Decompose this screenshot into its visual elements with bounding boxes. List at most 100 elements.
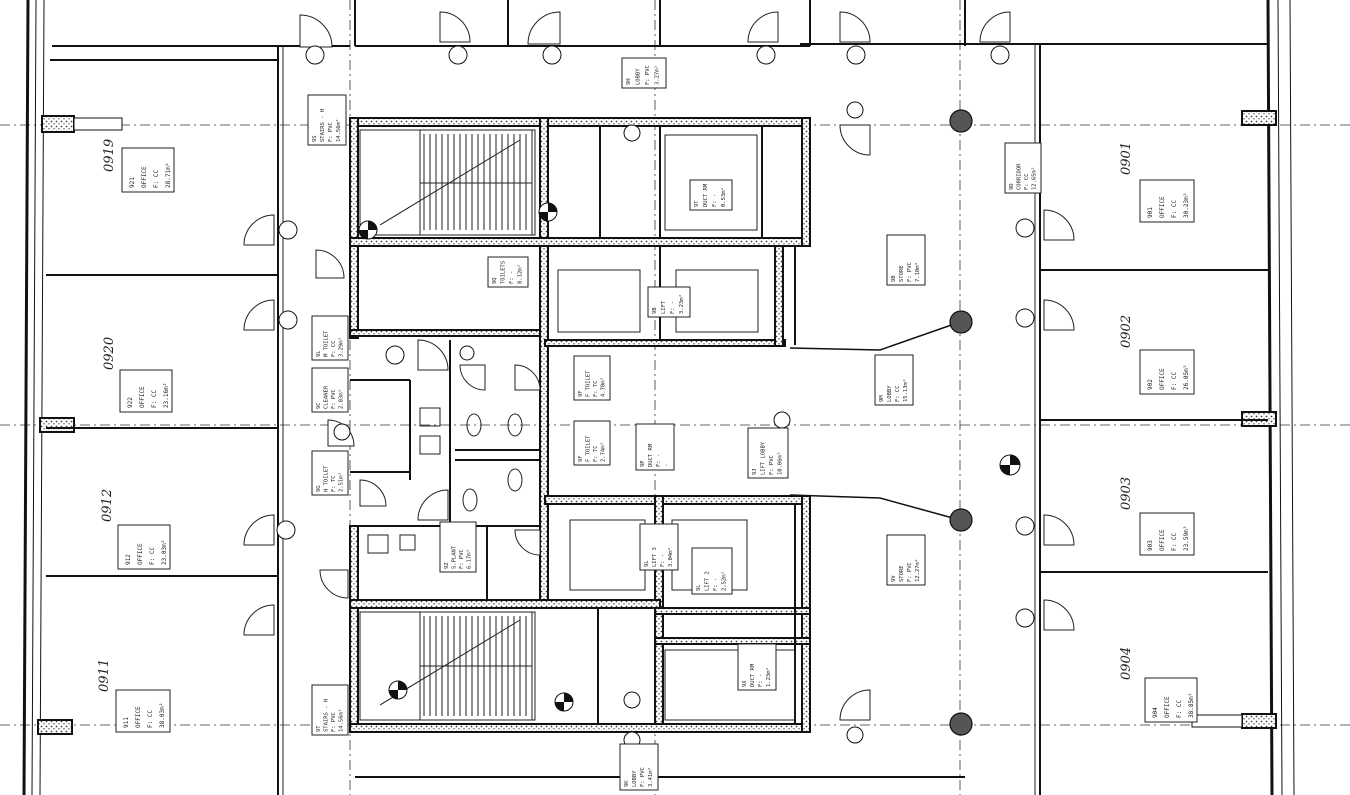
core-tag-line: F: PVC [907,562,913,582]
core-tag-line: 9P [640,460,646,467]
room-numbers: 0919 0920 0912 0911 0901 0902 0903 0904 [97,139,1134,692]
core-tag-line: 9Q [492,277,498,284]
core-tag-line: F: - [713,578,719,591]
svg-text:26.05m²: 26.05m² [1183,365,1190,390]
core-tag-line: 3.29m² [338,337,345,357]
core-tag-line: CLEANER [324,385,330,409]
core-tag-line: F: PVC [459,549,465,569]
core-tag-line: 2.74m² [600,442,607,462]
room-number: 0919 [102,139,117,172]
svg-text:F: CC: F: CC [151,390,158,408]
core-tag-line: 9B [891,275,897,282]
core-tag-line: F: PVC [331,389,337,409]
svg-text:23.59m²: 23.59m² [1183,526,1190,551]
svg-text:921: 921 [129,177,136,188]
core-tag-line: F: TC [331,475,337,492]
svg-text:23.03m²: 23.03m² [161,540,168,565]
core-tag-line: 9L [316,350,322,357]
core-tag-line: 9C [316,402,322,409]
doors [243,11,1075,721]
svg-text:28.71m²: 28.71m² [165,163,172,188]
core-tag-line: STAIRS - H [324,699,330,732]
svg-text:F: CC: F: CC [149,547,156,565]
core-tag-line: 7.10m² [914,262,921,282]
core-tag-line: 9X [742,680,748,687]
core-tag-line: 9F [578,390,584,397]
core-tag-line: LOBBY [887,385,893,402]
svg-text:F: CC: F: CC [1171,533,1178,551]
core-tag-line: LIFT LOBBY [761,441,767,475]
core-tag-line: 9D [1009,183,1015,190]
core-tag-line: 9T [316,725,322,732]
svg-text:OFFICE: OFFICE [135,706,142,728]
core-tag-line: F: PVC [907,262,913,282]
core-tag-line: 2.03m² [338,389,345,409]
core-tag-line: F: - [660,554,666,567]
core-tag-line: F: PVC [328,122,334,142]
core-tag-line: 10.06m² [777,452,784,475]
core-tag-line: LOBBY [632,770,638,787]
core-tag-line: F TOILET [586,435,592,462]
core-tag-line: F: PVC [331,712,337,732]
room-number: 0903 [1119,477,1134,510]
svg-text:912: 912 [125,554,132,565]
core-tag-line: CORRIDOR [1017,163,1023,190]
core-tag-line: F TOILET [586,370,592,397]
core-tag-line: 9S [312,135,318,142]
svg-text:F: CC: F: CC [153,170,160,188]
core-tag-line: 9G [316,485,322,492]
stair-north [359,129,536,236]
svg-text:30.23m²: 30.23m² [1183,193,1190,218]
core-tag-line: TOILETS [501,261,507,284]
core-tag-line: H TOILET [324,465,330,492]
core-tag-line: 9F [578,455,584,462]
svg-text:38.85m²: 38.85m² [1188,693,1195,718]
svg-text:901: 901 [1147,207,1154,218]
core-tag-line: F: TC [593,380,599,397]
svg-text:911: 911 [123,717,130,728]
svg-text:F: CC: F: CC [147,710,154,728]
core-tag-line: 9V [891,575,897,582]
core-tag-line: F: CC [895,385,901,402]
svg-text:903: 903 [1147,540,1154,551]
core-tag-line: 6.17m² [466,549,473,569]
core-tag-line: DUCT RM [750,663,756,687]
core-tag-line: F: CC [331,340,337,357]
core-tag-line: 1.23m² [765,667,772,687]
core-tag-line: 9K [624,780,630,787]
core-tag-line: STAIRS - H [320,109,326,142]
core-tag-line: LIFT [661,300,667,314]
svg-text:922: 922 [127,397,134,408]
svg-text:F: CC: F: CC [1176,700,1183,718]
core-tag-line: STORE [899,565,905,582]
core-tag-line: 12.27m² [914,559,921,582]
structural-columns [949,109,973,736]
room-number: 0920 [102,337,117,370]
svg-text:OFFICE: OFFICE [137,543,144,565]
core-tag-line: 3.41m² [647,767,654,787]
room-number: 0912 [100,489,115,522]
north-partitions [354,0,966,778]
svg-text:F: CC: F: CC [1171,200,1178,218]
core-tag-line: 9Z [444,562,450,569]
core-tag-line: F: - [670,301,676,314]
core-tag-line: DUCT RM [648,443,654,467]
core-tag-line: 9H [626,78,632,85]
svg-text:23.16m²: 23.16m² [163,383,170,408]
